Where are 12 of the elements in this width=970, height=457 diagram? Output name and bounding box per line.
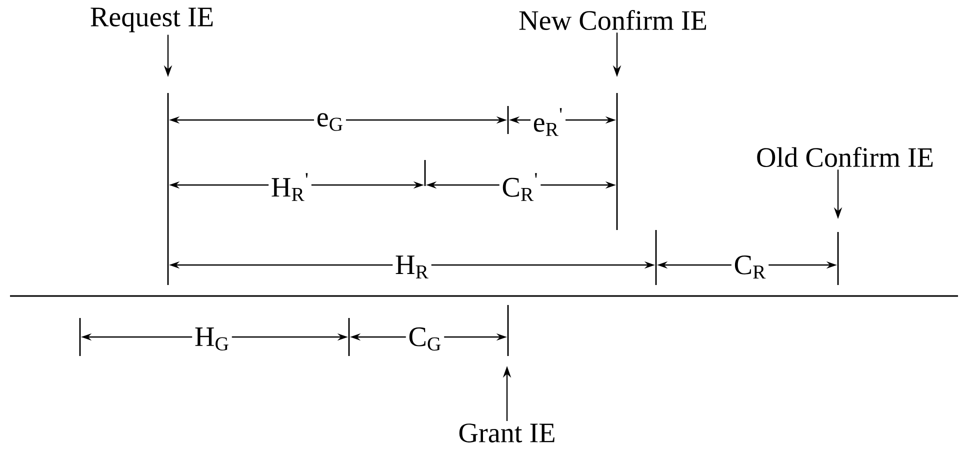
- dimension-label: e$_{R}$': [530, 106, 566, 138]
- event-label: New Confirm IE: [519, 10, 706, 30]
- dimension-label: e$_{G}$: [314, 110, 346, 134]
- dimension-label: C$_{R}$': [499, 170, 541, 204]
- event-label: Grant IE: [459, 424, 554, 442]
- dimension-label: H$_{R}$': [268, 170, 312, 204]
- event-label: Request IE: [90, 8, 213, 32]
- dimension-label: C$_{G}$: [406, 325, 444, 353]
- dimension-label: H$_{R}$: [392, 253, 432, 281]
- dimension-label: C$_{R}$: [731, 253, 769, 281]
- event-label: Old Confirm IE: [757, 146, 933, 168]
- dimension-label: H$_{G}$: [192, 325, 232, 353]
